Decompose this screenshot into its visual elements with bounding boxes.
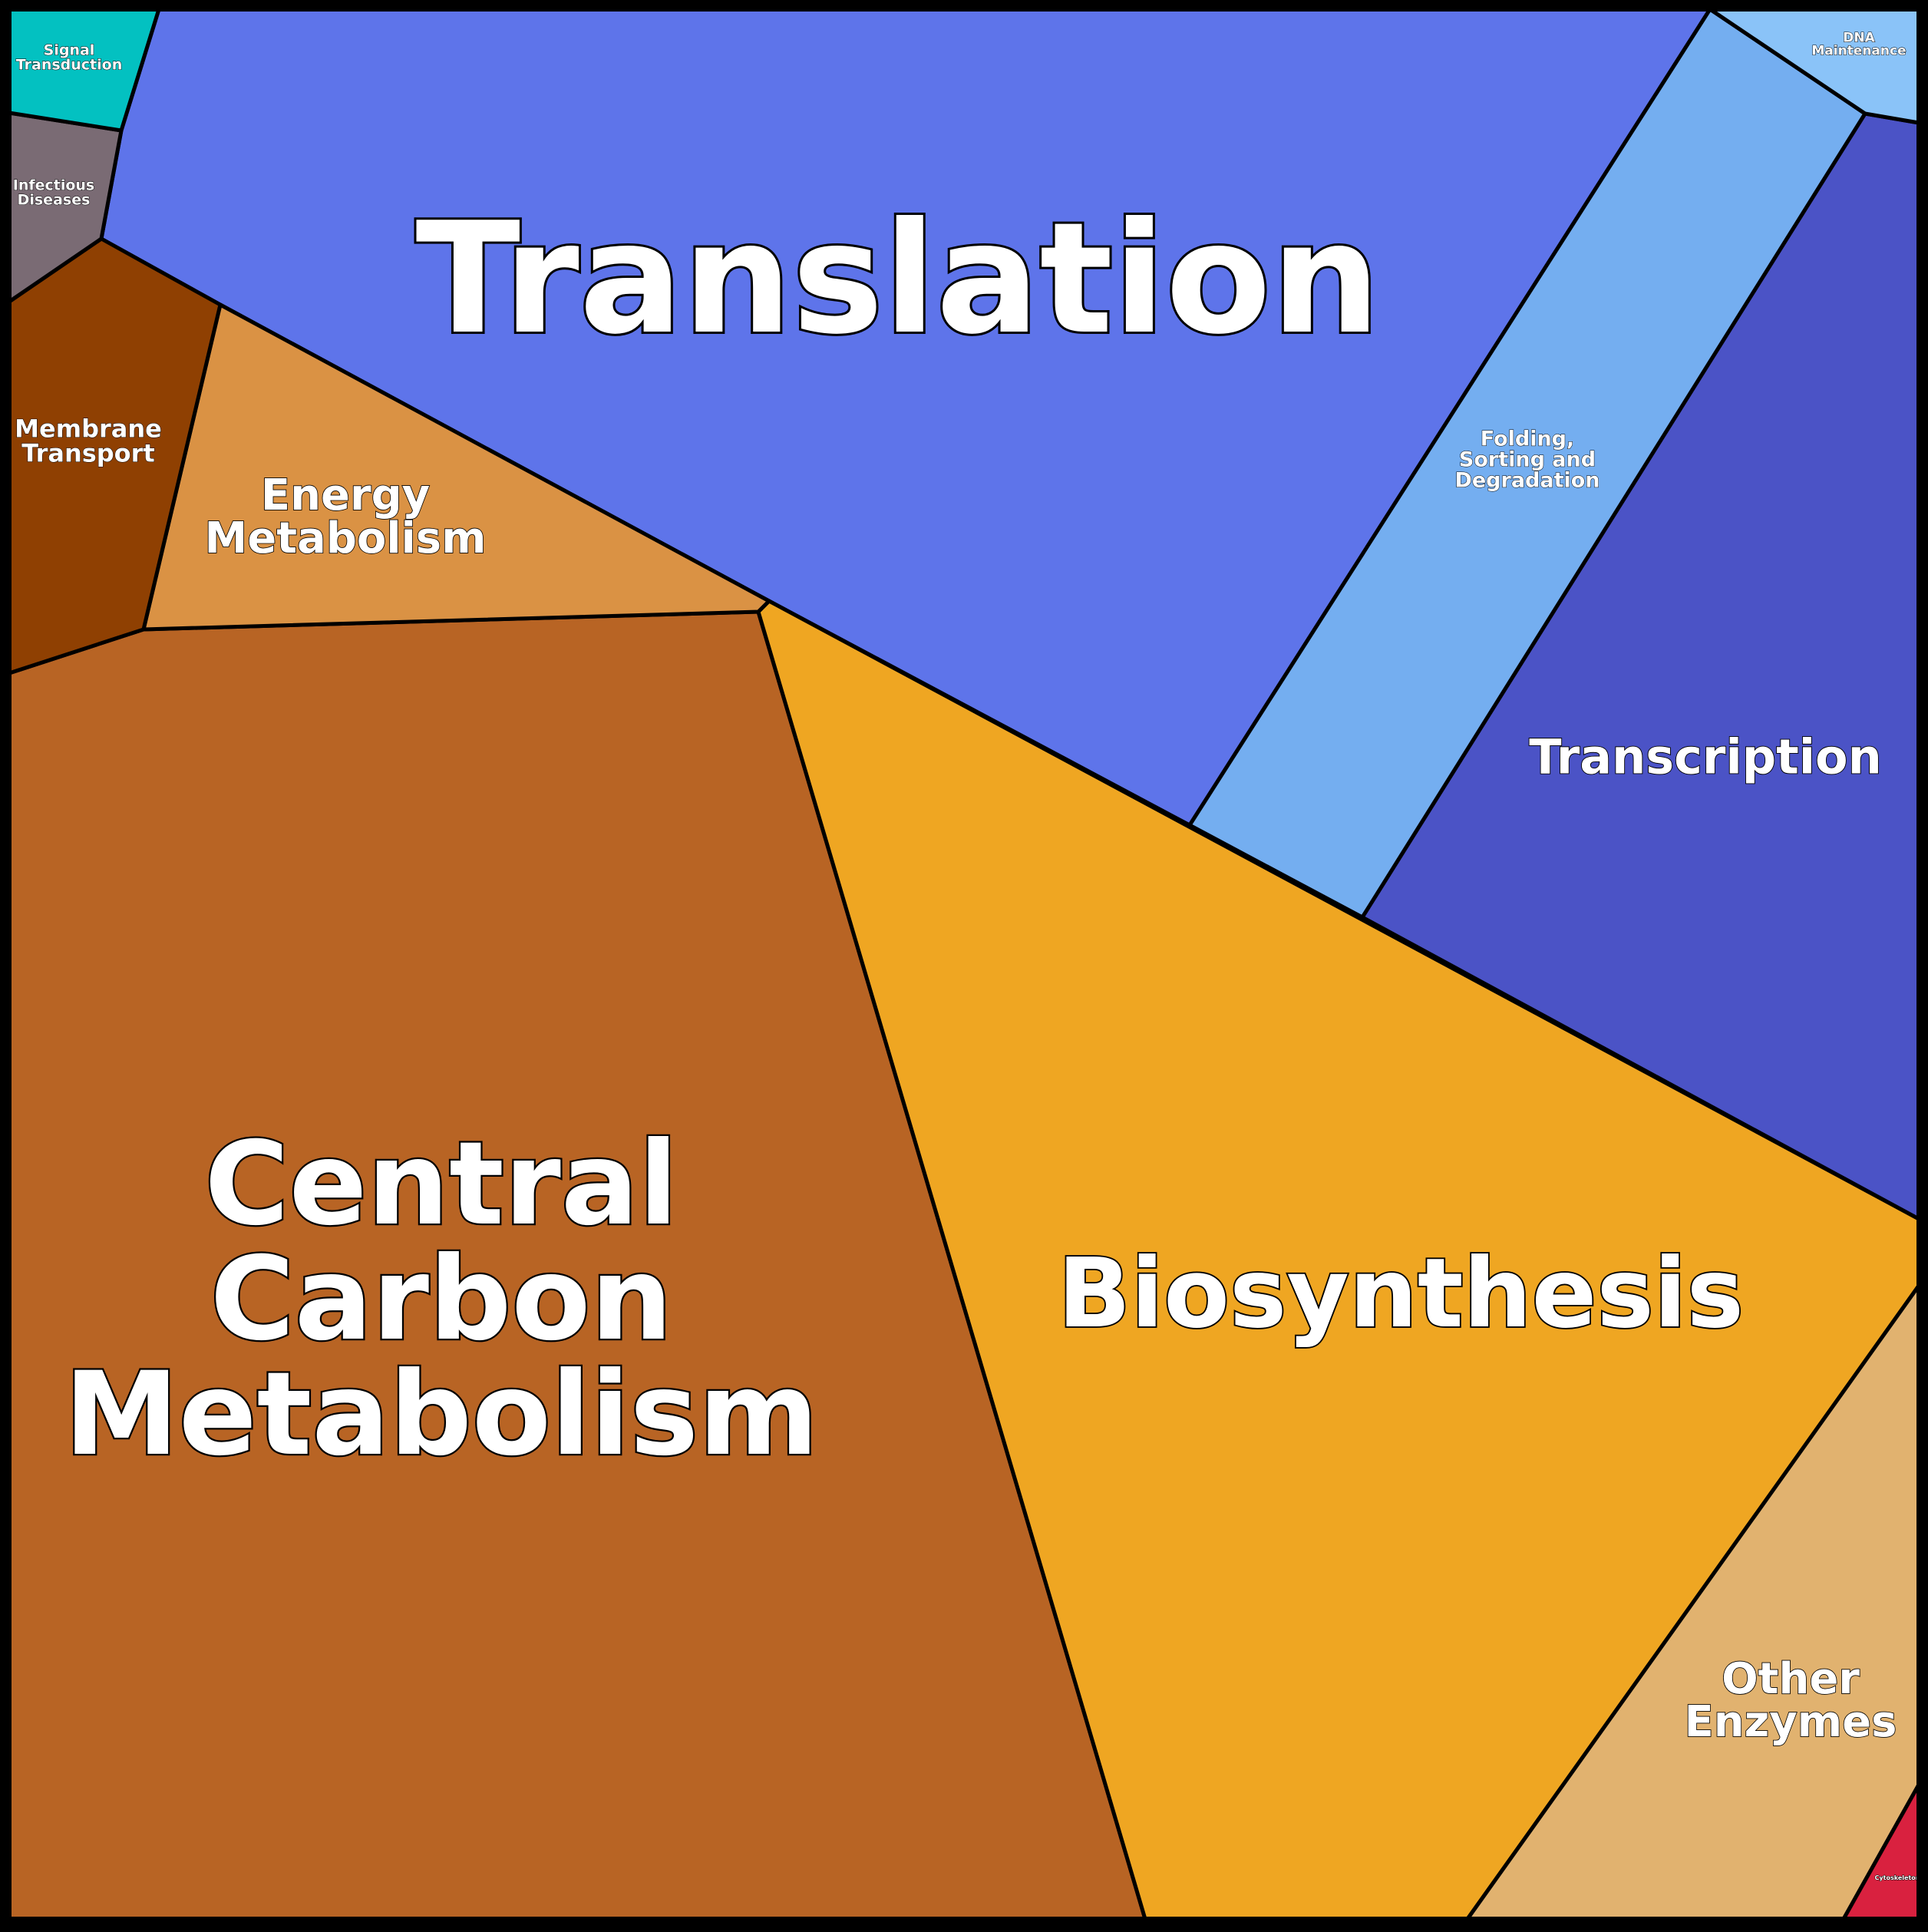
label-line: Enzymes bbox=[1685, 1697, 1897, 1747]
label-line: Metabolism bbox=[64, 1348, 819, 1481]
label-line: Sorting and bbox=[1459, 448, 1596, 472]
label-line: Infectious bbox=[13, 177, 95, 193]
label-line: Biosynthesis bbox=[1058, 1238, 1744, 1349]
cells-layer bbox=[7, 7, 1921, 1921]
label-line: DNA bbox=[1843, 31, 1875, 46]
label-line: Carbon bbox=[210, 1233, 673, 1366]
label-line: Signal bbox=[44, 41, 95, 58]
label-line: Other bbox=[1722, 1654, 1860, 1704]
label-line: Degradation bbox=[1454, 469, 1600, 493]
label-line: Diseases bbox=[18, 191, 91, 208]
label-line: Transduction bbox=[16, 56, 122, 73]
label-line: Translation bbox=[416, 190, 1381, 368]
label-line: Membrane bbox=[15, 414, 162, 444]
label-line: Transport bbox=[21, 439, 154, 468]
label-transcription: Transcription bbox=[1529, 728, 1882, 784]
label-line: Cytoskeleton bbox=[1875, 1874, 1920, 1881]
label-translation: Translation bbox=[416, 190, 1381, 368]
label-line: Maintenance bbox=[1811, 44, 1906, 59]
label-biosynthesis: Biosynthesis bbox=[1058, 1238, 1744, 1349]
label-line: Central bbox=[205, 1118, 678, 1251]
label-line: Transcription bbox=[1529, 728, 1882, 784]
label-line: Metabolism bbox=[205, 514, 487, 563]
label-line: Folding, bbox=[1481, 428, 1575, 451]
label-line: Energy bbox=[261, 471, 430, 520]
label-cytoskeleton: Cytoskeleton bbox=[1875, 1874, 1920, 1881]
